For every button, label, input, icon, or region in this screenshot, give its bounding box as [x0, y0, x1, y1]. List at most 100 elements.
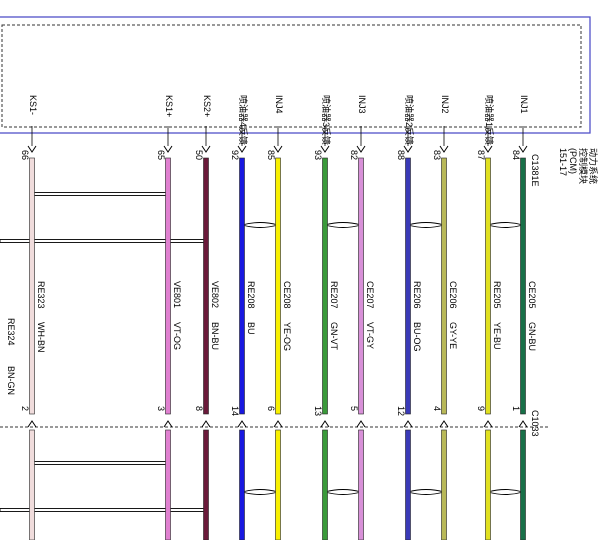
pin-number-top: 84 — [511, 150, 521, 160]
partial-circuit-label: RE324 — [6, 318, 16, 346]
wire-color-code-label: YE-OG — [282, 322, 292, 351]
circuit-id-label: CE206 — [448, 281, 458, 309]
circuit-id-label: RE207 — [329, 281, 339, 309]
wire-segment-upper — [520, 157, 526, 415]
connector-arrow-top — [201, 145, 211, 153]
pin-number-bottom: 2 — [20, 406, 30, 411]
module-page-ref: 151-17 — [558, 148, 568, 176]
twist-marker-inj2-lower — [406, 489, 446, 495]
module-name-line-3: (PCM) — [568, 148, 578, 174]
wire-segment-lower — [441, 429, 447, 540]
pin-number-top: 82 — [349, 150, 359, 160]
connector-arrow-top — [439, 145, 449, 153]
wire-segment-lower — [520, 429, 526, 540]
wire-segment-lower — [239, 429, 245, 540]
connector-arrow-top — [273, 145, 283, 153]
signal-label: INJ4 — [274, 95, 284, 114]
connector-arrow-top — [356, 145, 366, 153]
twist-marker-inj3-lower — [323, 489, 363, 495]
signal-label: INJ1 — [519, 95, 529, 114]
pin-number-top: 85 — [266, 150, 276, 160]
connector-arrow-bottom — [320, 420, 330, 428]
wire-segment-lower — [29, 429, 35, 540]
connector-arrow-bottom — [273, 420, 283, 428]
connector-arrow-top — [483, 145, 493, 153]
wire-segment-lower — [358, 429, 364, 540]
partial-color-code-label: BN-GN — [6, 366, 16, 395]
twist-marker-inj4-upper — [240, 222, 280, 228]
connector-arrow-top — [27, 145, 37, 153]
circuit-id-label: RE205 — [492, 281, 502, 309]
wire-segment-lower — [275, 429, 281, 540]
wire-segment-lower — [322, 429, 328, 540]
signal-label: KS1+ — [164, 95, 174, 117]
connector-arrow-bottom — [163, 420, 173, 428]
signal-label: 喷油器4反馈 — [238, 95, 249, 145]
wire-segment-upper — [405, 157, 411, 415]
wire-color-code-label: VT-GY — [365, 322, 375, 349]
signal-label: 喷油器3反馈 — [321, 95, 332, 145]
wire-segment-upper — [275, 157, 281, 415]
pin-number-bottom: 1 — [511, 406, 521, 411]
connector-arrow-bottom — [201, 420, 211, 428]
connector-arrow-bottom — [483, 420, 493, 428]
wire-color-code-label: GN-BU — [527, 322, 537, 351]
module-box-border — [0, 16, 591, 134]
connector-arrow-bottom — [27, 420, 37, 428]
pin-number-bottom: 8 — [194, 406, 204, 411]
pin-number-top: 83 — [432, 150, 442, 160]
pin-number-bottom: 14 — [230, 406, 240, 416]
circuit-id-label: RE206 — [412, 281, 422, 309]
wire-segment-upper — [29, 157, 35, 415]
connector-arrow-top — [403, 145, 413, 153]
wire-segment-upper — [485, 157, 491, 415]
wire-color-code-label: GN-VT — [329, 322, 339, 351]
connector-arrow-bottom — [356, 420, 366, 428]
signal-label: 喷油器1反馈 — [484, 95, 495, 145]
circuit-id-label: VE801 — [172, 281, 182, 308]
circuit-id-label: VE802 — [210, 281, 220, 308]
wire-segment-upper — [441, 157, 447, 415]
wire-color-code-label: BU — [246, 322, 256, 335]
signal-label: 喷油器2反馈 — [404, 95, 415, 145]
pin-number-bottom: 3 — [156, 406, 166, 411]
pin-number-bottom: 12 — [396, 406, 406, 416]
wire-color-code-label: BU-OG — [412, 322, 422, 352]
connector-arrow-top — [237, 145, 247, 153]
pin-number-top: 88 — [396, 150, 406, 160]
module-inner-dashed — [1, 24, 582, 128]
twist-marker-inj1-lower — [486, 489, 525, 495]
wire-color-code-label: BN-BU — [210, 322, 220, 350]
signal-label: INJ2 — [440, 95, 450, 114]
pin-number-bottom: 5 — [349, 406, 359, 411]
pin-number-top: 92 — [230, 150, 240, 160]
connector-arrow-top — [518, 145, 528, 153]
shield-bar-ks1-lower — [31, 461, 169, 465]
pin-number-top: 66 — [20, 150, 30, 160]
module-name-line-1: 动力系统 — [588, 148, 599, 184]
module-name-line-2: 控制模块 — [578, 148, 589, 184]
circuit-id-label: RE208 — [246, 281, 256, 309]
wires-group: KS1-662RE323WH-BNKS1+653VE801VT-OGKS2+50… — [20, 95, 537, 540]
wire-segment-lower — [485, 429, 491, 540]
pin-number-top: 50 — [194, 150, 204, 160]
pin-number-top: 87 — [476, 150, 486, 160]
wire-color-code-label: WH-BN — [36, 322, 46, 353]
twist-marker-inj4-lower — [240, 489, 280, 495]
wire-segment-lower — [203, 429, 209, 540]
wire-color-code-label: VT-OG — [172, 322, 182, 350]
wire-color-code-label: YE-BU — [492, 322, 502, 350]
connector-arrow-top — [163, 145, 173, 153]
connector-top-label: C1381E — [530, 154, 540, 187]
pin-number-top: 93 — [313, 150, 323, 160]
twist-marker-inj1-upper — [486, 222, 525, 228]
connector-arrow-bottom — [439, 420, 449, 428]
